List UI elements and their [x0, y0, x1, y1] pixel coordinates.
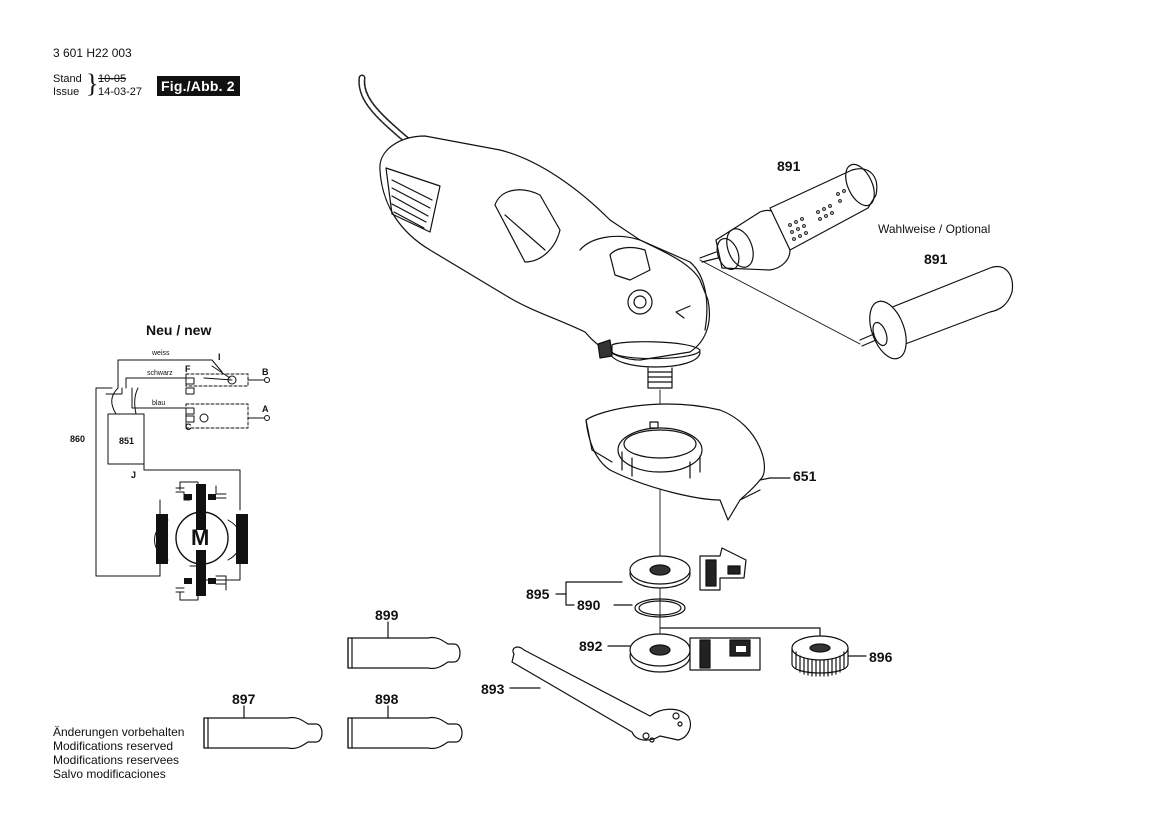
- optional-note: Wahlweise / Optional: [878, 222, 991, 236]
- figure-label: Fig./Abb. 2: [157, 76, 240, 96]
- terminal-a-label: A: [262, 404, 269, 414]
- auxiliary-handle-891-side: [699, 259, 1014, 360]
- part-891-top-label: 891: [777, 158, 801, 174]
- footer-line-fr: Modifications reservees: [53, 753, 180, 767]
- brace-glyph: }: [86, 69, 99, 98]
- terminal-b-label: B: [262, 367, 269, 377]
- angle-grinder-body: [358, 74, 711, 389]
- issue-label: Issue: [53, 86, 80, 98]
- grease-tube-899: [347, 621, 461, 670]
- motor-label: M: [191, 525, 210, 550]
- terminal-c-label: C: [185, 422, 192, 432]
- mounting-flange-895: [629, 547, 747, 591]
- part-651-label: 651: [793, 468, 817, 484]
- part-893-label: 893: [481, 681, 505, 697]
- wire-label-black: schwarz: [147, 370, 173, 377]
- schematic-title: Neu / new: [146, 322, 212, 338]
- part-898-label: 898: [375, 691, 399, 707]
- part-899-label: 899: [375, 607, 399, 623]
- ref-851-label: 851: [119, 436, 135, 446]
- stand-label: Stand: [53, 73, 82, 85]
- clamping-nut-892: [629, 627, 821, 673]
- document-number: 3 601 H22 003: [53, 46, 132, 60]
- terminal-f-label: F: [185, 364, 191, 374]
- quick-clamping-nut-896: [791, 635, 867, 677]
- o-ring-890: [634, 598, 686, 618]
- footer-line-de: Änderungen vorbehalten: [53, 725, 185, 739]
- part-897-label: 897: [232, 691, 256, 707]
- part-892-label: 892: [579, 638, 603, 654]
- wire-label-white: weiss: [152, 350, 170, 357]
- part-895-label: 895: [526, 586, 550, 602]
- footer-line-en: Modifications reserved: [53, 739, 174, 753]
- grease-tube-898: [347, 705, 463, 750]
- part-896-label: 896: [869, 649, 893, 665]
- wire-label-blue: blau: [152, 400, 166, 407]
- grease-tube-897: [203, 705, 323, 750]
- footer-line-es: Salvo modificaciones: [53, 767, 166, 781]
- part-890-label: 890: [577, 597, 601, 613]
- ref-j-label: J: [131, 470, 137, 480]
- auxiliary-handle-891-top: [699, 163, 878, 271]
- issue-date: 14-03-27: [98, 86, 143, 98]
- protection-guard-651: [585, 403, 791, 521]
- schematic-solid-parts: [156, 484, 248, 596]
- part-891-side-label: 891: [924, 251, 948, 267]
- stand-date: 10-05: [98, 73, 127, 85]
- switch-label: I: [218, 352, 221, 362]
- pin-wrench-893: [509, 646, 691, 743]
- ref-860-label: 860: [70, 434, 86, 444]
- wiring-schematic: [95, 359, 270, 601]
